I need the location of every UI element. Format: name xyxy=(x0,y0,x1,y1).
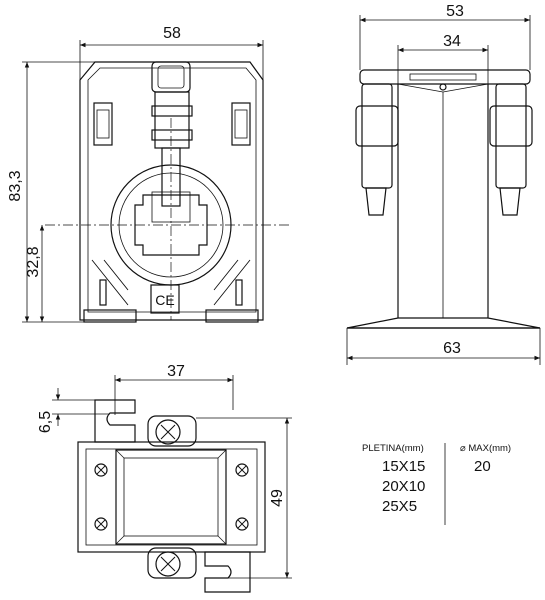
front-view xyxy=(45,61,290,323)
dim-side-inner-width: 34 xyxy=(443,33,461,50)
col2-header: ⌀ MAX(mm) xyxy=(460,443,512,454)
dim-front-center-height: 32,8 xyxy=(25,246,42,277)
front-dimension-lines xyxy=(22,40,264,323)
side-dimension-lines xyxy=(346,15,541,365)
conductor-table: PLETINA(mm) ⌀ MAX(mm) 15X15 20X10 25X5 2… xyxy=(362,443,532,533)
dim-bottom-height: 49 xyxy=(269,489,286,507)
table-row: 20X10 xyxy=(382,478,426,495)
col1-header: PLETINA(mm) xyxy=(362,443,424,454)
ce-mark: CE xyxy=(155,292,174,308)
max-value: 20 xyxy=(474,458,491,475)
dim-bottom-offset: 6,5 xyxy=(37,411,54,433)
table-row: 15X15 xyxy=(382,458,426,475)
side-view xyxy=(346,69,541,329)
dim-side-width: 53 xyxy=(446,3,464,20)
bottom-dimension-lines xyxy=(52,375,292,579)
bottom-view xyxy=(77,399,266,593)
dim-bottom-width: 37 xyxy=(167,363,185,380)
dim-front-height: 83,3 xyxy=(7,170,24,201)
dim-side-base-width: 63 xyxy=(443,340,461,357)
dim-front-width: 58 xyxy=(163,25,181,42)
table-row: 25X5 xyxy=(382,498,418,515)
